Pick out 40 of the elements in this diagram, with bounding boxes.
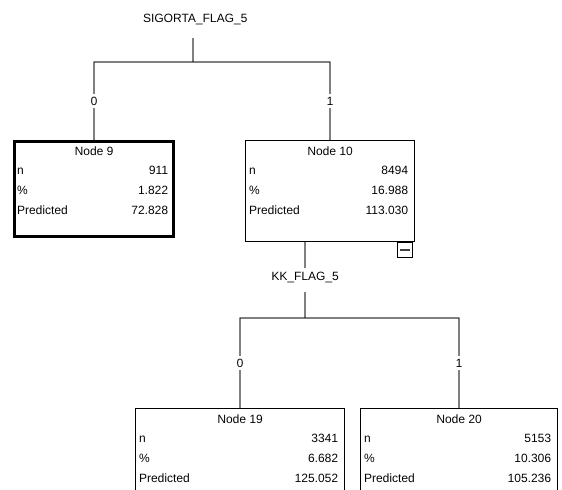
branch-value-label: 0 <box>88 94 100 108</box>
stat-name: % <box>139 451 150 465</box>
stat-name: Predicted <box>139 471 190 485</box>
stat-name: % <box>364 451 375 465</box>
node-title: Node 19 <box>216 412 264 426</box>
stat-name: n <box>364 431 371 445</box>
stat-value: 5153 <box>524 431 551 445</box>
branch-value-label: 0 <box>234 356 246 370</box>
stat-value: 6.682 <box>308 451 338 465</box>
stat-value: 72.828 <box>131 203 168 217</box>
node-title: Node 20 <box>435 412 483 426</box>
stat-value: 911 <box>148 163 168 177</box>
stat-name: Predicted <box>364 471 415 485</box>
tree-branch-line <box>304 242 306 268</box>
stat-value: 3341 <box>311 431 338 445</box>
branch-value-label: 1 <box>454 356 464 370</box>
stat-name: Predicted <box>17 203 68 217</box>
stat-value: 16.988 <box>371 183 408 197</box>
tree-branch-line <box>192 38 330 140</box>
stat-name: Predicted <box>249 203 300 217</box>
tree-branch-line <box>304 292 460 408</box>
stat-value: 8494 <box>381 163 408 177</box>
stat-value: 1.822 <box>138 183 168 197</box>
stat-value: 125.052 <box>294 471 338 485</box>
tree-node-box <box>135 408 345 490</box>
stat-name: n <box>139 431 146 445</box>
tree-node-box <box>13 140 175 238</box>
branch-value-label: 1 <box>324 94 336 108</box>
stat-name: % <box>249 183 260 197</box>
node-title: Node 10 <box>306 144 354 158</box>
stat-name: % <box>17 183 28 197</box>
stat-value: 113.030 <box>366 203 408 217</box>
node-title: Node 9 <box>74 144 114 158</box>
stat-name: n <box>249 163 256 177</box>
stat-name: n <box>17 163 24 177</box>
stat-value: 105.236 <box>508 471 551 485</box>
tree-node-box <box>360 408 558 490</box>
split-variable-label: KK_FLAG_5 <box>255 268 355 284</box>
tree-node-box <box>245 140 415 242</box>
stat-value: 10.306 <box>514 451 551 465</box>
